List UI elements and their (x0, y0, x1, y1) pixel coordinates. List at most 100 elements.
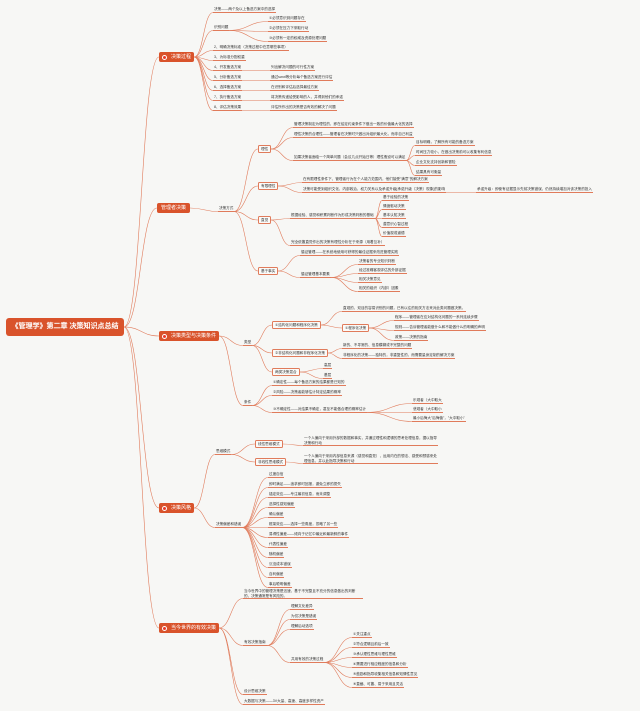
procedure-item-1[interactable]: 程序——管理者在应对结构化问题的一系列连续步骤 (394, 315, 479, 321)
bounded-item-2[interactable]: 决策可能受到组织文化、内部政治、权力关系以及承诺升级[承诺升级（决策）现象]的影… (302, 187, 447, 193)
today-intro[interactable]: 当今世界中的管理决策是迅速、基于不完整且不充分的信息做出的判断的，决策通常是有风… (243, 589, 363, 599)
rational-item-2[interactable]: 理性决策的合理性——管理者在决策时只做出对组织最大化，而非自己利益 (293, 132, 414, 138)
branch-decision-types[interactable]: 决策类型与决策条件 (159, 331, 220, 341)
bias-6[interactable]: 框架效应——选择一些角度，忽略了另一些 (268, 522, 339, 528)
biases-node[interactable]: 决策偏差和错误 (215, 522, 243, 528)
condition-2[interactable]: ②风险——决策者能够估计特定结果的概率 (272, 390, 342, 396)
branch-effective-today[interactable]: 当今世界的有效决策 (159, 623, 220, 633)
step-5-desc[interactable]: 通过swot等分析每个备选方案进行评估 (270, 75, 334, 81)
effective-item-1[interactable]: 理解文化差异 (290, 604, 314, 610)
integration-high[interactable]: 高层 (323, 363, 333, 369)
step-8-desc[interactable]: 评估所作出的决策是否有效的解决了问题 (270, 105, 337, 111)
branch-decision-process[interactable]: 决策过程 (159, 52, 195, 62)
unstructured-item-1[interactable]: 新的、不寻常的、信息模糊或不完整的问题 (342, 343, 413, 349)
rational-item-3[interactable]: 如果决策者面临一个简单问题（会议几点开始日等）理性假设可以满足 (293, 155, 407, 161)
linear-thinking[interactable]: 线性思维模式 (255, 440, 283, 448)
identify-cond-1[interactable]: ①必须意识到问题存在 (268, 16, 306, 22)
effective-item-2[interactable]: 为仅决策是错误 (290, 614, 318, 620)
nonlinear-thinking[interactable]: 非线性思维模式 (255, 458, 287, 466)
evidence-item-1[interactable]: 循证管理——在系统地使用可获得的最佳证据来改进管理实践 (300, 250, 400, 256)
effective-guide-node[interactable]: 有效决策指南 (243, 640, 267, 646)
step-5[interactable]: 5、分析备选方案 (213, 75, 243, 81)
bounded-note[interactable]: 承诺升级：即使有证据显示先前决策错误，仍然持续增加对该决策的投入 (476, 187, 593, 193)
highly-item-4[interactable]: ④需要进行相应程度的信息和分析 (352, 662, 408, 668)
rational-node[interactable]: 理性 (258, 145, 272, 153)
step-4-desc[interactable]: 列出解决问题的可行性方案 (270, 65, 316, 71)
step-6-desc[interactable]: 在识别和评估后选择最佳方案 (270, 85, 319, 91)
integration-low[interactable]: 基层 (323, 373, 333, 379)
step-7-desc[interactable]: 将决策传递给受影响的人，并得到他们的承诺 (270, 95, 344, 101)
central-topic[interactable]: 《管理学》第二章 决策知识点总结 (6, 318, 124, 336)
types-node[interactable]: 类型 (243, 340, 253, 346)
step-2[interactable]: 2、明确决策标准（决策过程中在意哪些事项） (213, 45, 289, 51)
bounded-item-1[interactable]: 在有限理性条件下，管理者行为在个人能力范围内，他们接受"满意"的解决方案 (302, 177, 429, 183)
evidence-node[interactable]: 基于事实 (258, 267, 279, 275)
step-7[interactable]: 7、执行备选方案 (213, 95, 243, 101)
highly-effective-node[interactable]: 共用有效的决策过程 (290, 657, 325, 663)
decision-definition[interactable]: 决策——两个及以上备选方案中的选择 (213, 7, 277, 13)
intuition-tail[interactable]: 完全依靠直觉作出的决策有理性分析在于来源（用着互补） (290, 240, 386, 246)
rational-item-1[interactable]: 管理决策制定为理性的，即在给定约束条件下做出一致的价值最大化的选择 (293, 122, 414, 128)
evidence-sub-3[interactable]: 相关决策意见 (358, 277, 382, 283)
bias-5[interactable]: 确认偏差 (268, 512, 285, 518)
intuition-sub-5[interactable]: 价值观或道德 (382, 231, 406, 237)
bias-9[interactable]: 随机偏差 (268, 552, 285, 558)
highly-item-1[interactable]: ①关注重点 (352, 632, 372, 638)
intuition-sub-1[interactable]: 基于经验的决策 (382, 195, 410, 201)
condition-1[interactable]: ①确定性——每个备选方案的结果都是已知的 (272, 380, 346, 386)
effective-item-3[interactable]: 理解后动选项 (290, 624, 314, 630)
highly-item-6[interactable]: ⑥直截、可靠、易于采用且灵活 (352, 682, 404, 688)
bias-2[interactable]: 即时满足——追求即时回报，避免立即的损失 (268, 482, 342, 488)
evidence-sub-2[interactable]: 经过准确客观评估的外部证据 (358, 268, 407, 274)
linear-desc[interactable]: 一个人偏向于采用外部的数据和事实，并通过理性和逻辑的思考处理信息，据以指导决策和… (303, 436, 438, 446)
thinking-mode[interactable]: 思维模式 (215, 449, 232, 455)
bias-11[interactable]: 自利偏差 (268, 572, 285, 578)
procedure-node[interactable]: ①程序化决策 (342, 324, 370, 332)
evidence-sub-1[interactable]: 决策者的专业知识判断 (358, 259, 396, 265)
rational-sub-4[interactable]: 结果具有可衡量 (415, 170, 443, 176)
bias-7[interactable]: 易得性偏差——倾向于记忆中最近和最新鲜的事件 (268, 532, 350, 538)
bias-8[interactable]: 代表性偏差 (268, 542, 288, 548)
unstructured-node[interactable]: ②非结构化问题和非程序化决策 (272, 349, 328, 357)
procedure-item-3[interactable]: 政策——决策的指南 (394, 335, 429, 341)
intuition-sub-2[interactable]: 情绪驱动决策 (382, 204, 406, 210)
condition-3[interactable]: ③不确定性——对结果不确定，甚至不能做合理的概率估计 (272, 407, 368, 413)
step-3[interactable]: 3、为标准分配权重 (213, 55, 246, 61)
identify-problem[interactable]: 识别问题 (213, 25, 230, 31)
identify-cond-2[interactable]: ②必须在压力下采取行动 (268, 26, 310, 32)
decision-ways[interactable]: 决策方式 (218, 206, 235, 212)
unstructured-item-2[interactable]: 非程序化的决策——独特的，非重复性的，而需要量身定制的解决方案 (342, 353, 456, 359)
bias-1[interactable]: 过度自信 (268, 472, 285, 478)
design-thinking[interactable]: 设计思维决策 (243, 689, 267, 695)
step-6[interactable]: 6、选择备选方案 (213, 85, 243, 91)
uncertain-sub-1[interactable]: 乐观者（大中取大 (412, 398, 443, 404)
rational-sub-1[interactable]: 目标明确，了解所有可能的备选方案 (415, 140, 475, 146)
highly-item-3[interactable]: ③承认理性思维与理性思维 (352, 652, 397, 658)
highly-item-5[interactable]: ⑤鼓励和指导收集相关信息和知情性意见 (352, 672, 419, 678)
intuition-sub-4[interactable]: 潜意识心智过程 (382, 222, 410, 228)
bias-10[interactable]: 沉没成本错误 (268, 562, 292, 568)
intuition-lead[interactable]: 根据经验、感觉和积累判断作为形成决策判断的基础 (290, 213, 375, 219)
branch-decision-styles[interactable]: 决策风格 (159, 503, 195, 513)
rational-sub-2[interactable]: 时间压力较小，在做出决策前可以收集有利信息 (415, 150, 493, 156)
step-4[interactable]: 4、开发备选方案 (213, 65, 243, 71)
identify-cond-3[interactable]: ③必须有一定的权威及资源处理问题 (268, 36, 328, 42)
evidence-sub-4[interactable]: 相关的组织（内部）因素 (358, 286, 400, 292)
structured-lead[interactable]: 直观的、双目的容易识别的问题，已有以往的相关方法来对此类问题做决策。 (342, 306, 467, 312)
branch-manager-decision[interactable]: 管理者决策 (157, 203, 191, 213)
nonlinear-desc[interactable]: 一个人偏向于采用内部信息来源（感觉和直觉），运用内在的想法、感受和预感来处理信息… (303, 454, 438, 464)
bounded-rationality-node[interactable]: 有限理性 (258, 182, 279, 190)
intuition-node[interactable]: 直觉 (258, 216, 272, 224)
uncertain-sub-3[interactable]: 最小后悔大"后悔值"，"大中取小" (412, 416, 466, 422)
conditions-node[interactable]: 条件 (243, 400, 253, 406)
uncertain-sub-2[interactable]: 悲观者（大中取小 (412, 407, 443, 413)
bias-3[interactable]: 锚定效应——专注最初信息，而未调整 (268, 492, 332, 498)
big-data[interactable]: 大数据与决策——3V大量、高速、高度多样性资产 (243, 699, 325, 705)
bias-12[interactable]: 事后聪明偏差 (268, 582, 292, 588)
step-8[interactable]: 8、评估决策效果 (213, 105, 243, 111)
rational-sub-3[interactable]: 企业文化支持创新和冒险 (415, 160, 457, 166)
integration-node[interactable]: 两类决策混合 (272, 368, 300, 376)
structured-node[interactable]: ①结构化问题和程序化决策 (272, 321, 321, 329)
bias-4[interactable]: 选择性感知偏差 (268, 502, 296, 508)
intuition-sub-3[interactable]: 基本认知决策 (382, 213, 406, 219)
